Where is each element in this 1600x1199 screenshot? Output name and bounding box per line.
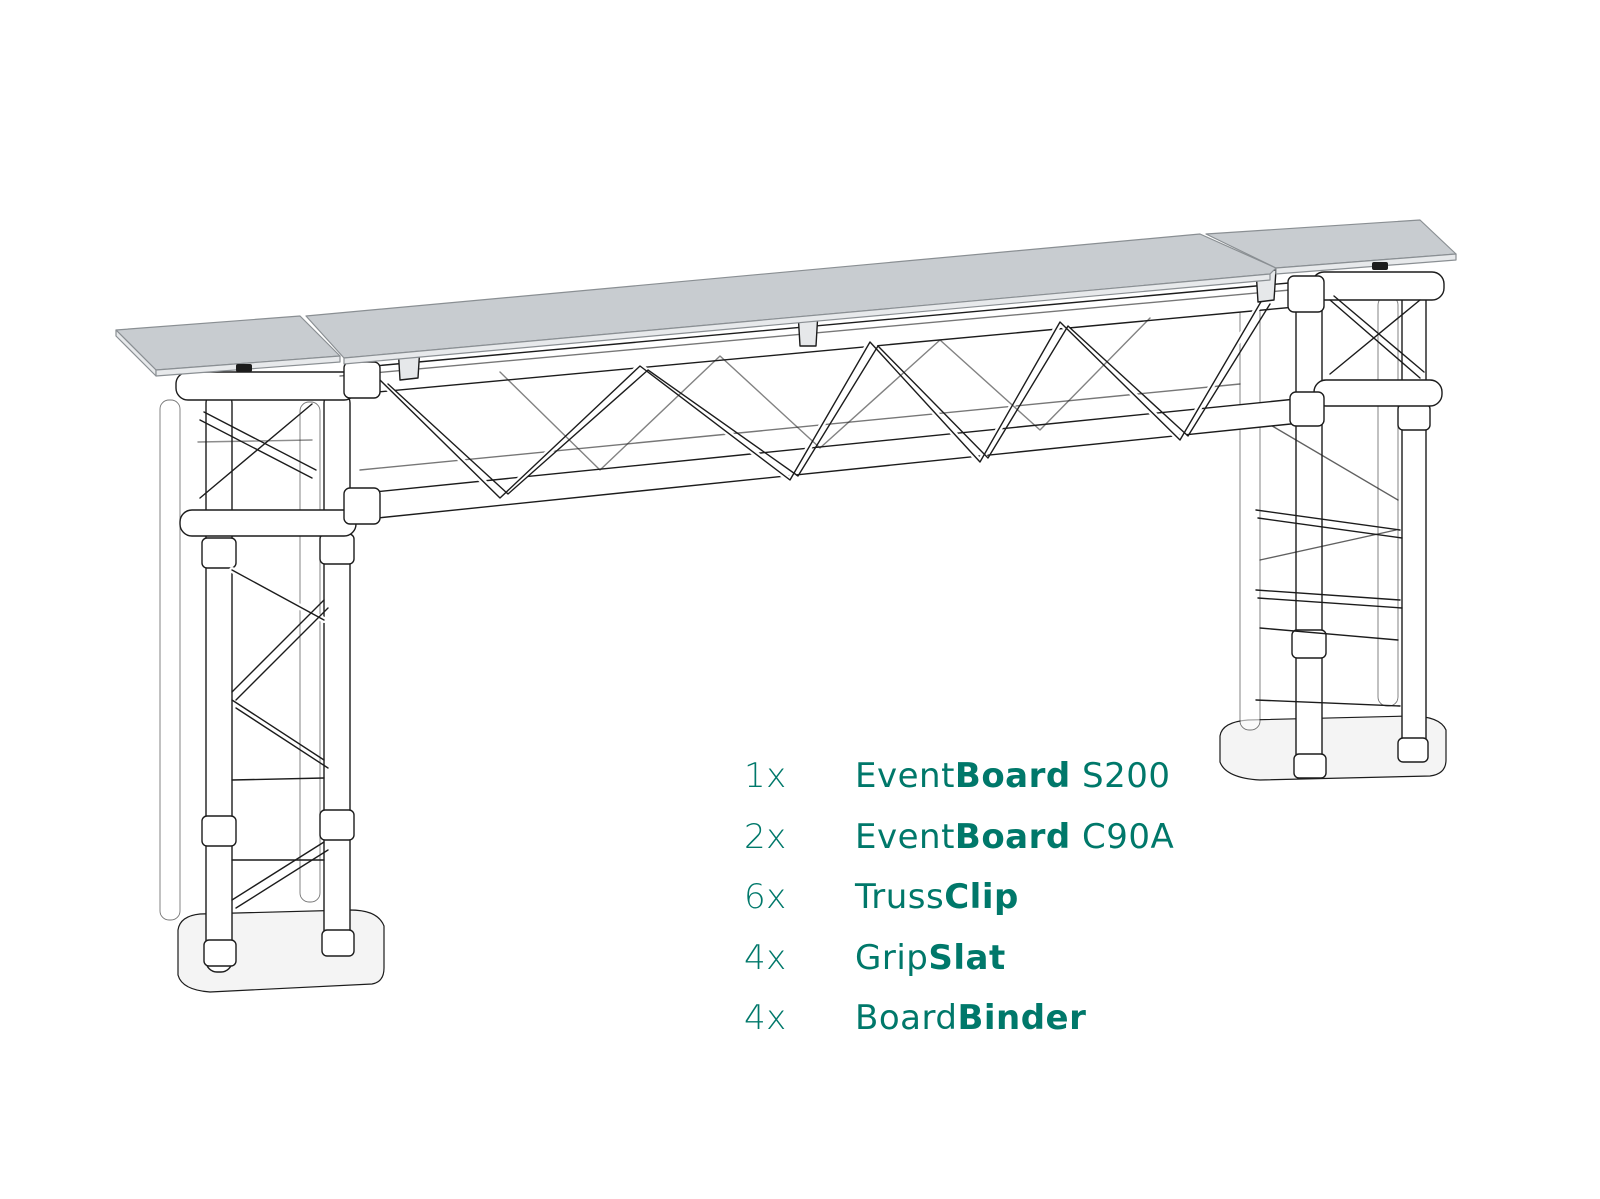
part-quantity: 6x [744, 877, 787, 917]
part-row: 2x EventBoard C90A [744, 817, 1174, 878]
part-quantity: 4x [744, 937, 787, 978]
part-row: 6x TrussClip [744, 877, 1174, 938]
part-row: 1x EventBoard S200 [744, 756, 1174, 817]
part-row: 4x BoardBinder [744, 998, 1174, 1059]
part-quantity: 1x [744, 756, 787, 796]
parts-list: 1x EventBoard S200 2x EventBoard C90A 6x… [744, 756, 1174, 1059]
part-row: 4x GripSlat [744, 938, 1174, 999]
part-name: GripSlat [855, 937, 1006, 978]
left-tower [159, 371, 385, 993]
right-tower [1219, 271, 1447, 781]
part-name: TrussClip [855, 877, 1019, 917]
part-quantity: 4x [744, 998, 787, 1038]
part-name: BoardBinder [855, 998, 1087, 1038]
part-name: EventBoard S200 [855, 756, 1171, 796]
part-quantity: 2x [744, 816, 787, 857]
part-name: EventBoard C90A [855, 816, 1175, 857]
event-boards [115, 219, 1457, 377]
